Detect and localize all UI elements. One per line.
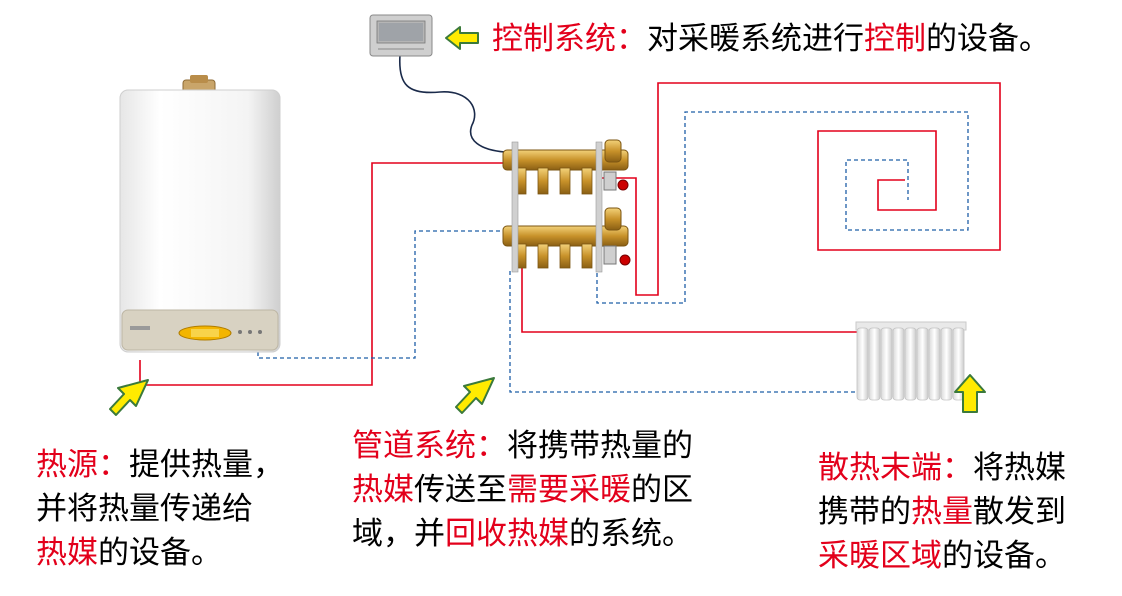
pipe-system-line1: 管道系统：将携带热量的 [352, 424, 693, 468]
control-desc-a: 对采暖系统进行 [647, 21, 864, 57]
pipe-system-line2-rest: 的区 [631, 472, 693, 508]
pipe-system-line1-text: 将携带热量的 [507, 428, 693, 464]
supply-pipes [139, 82, 1001, 386]
heat-source-line3: 热媒的设备。 [36, 531, 284, 575]
arrow-icon [109, 26, 986, 416]
terminal-line1-text: 将热媒 [973, 450, 1066, 486]
return-pipes [257, 111, 969, 393]
terminal-term: 散热末端： [818, 450, 973, 486]
control-desc-b: 的设备。 [926, 21, 1050, 57]
pipe-system-term: 管道系统： [352, 428, 507, 464]
pipe-system-line2-mid: 传送至 [414, 472, 507, 508]
terminal-line2-hl: 热量 [911, 494, 973, 530]
terminal-label: 散热末端：将热媒 携带的热量散发到 采暖区域的设备。 [818, 446, 1066, 578]
terminal-line2-a: 携带的 [818, 494, 911, 530]
heat-source-label: 热源：提供热量， 并将热量传递给 热媒的设备。 [36, 443, 284, 575]
heat-source-line3-highlight: 热媒 [36, 535, 98, 571]
pipe-system-line2: 热媒传送至需要采暖的区 [352, 468, 693, 512]
manifold-icon [502, 139, 631, 273]
terminal-line1: 散热末端：将热媒 [818, 446, 1066, 490]
control-desc-highlight: 控制 [864, 21, 926, 57]
pipe-system-line3-rest: 的系统。 [569, 516, 693, 552]
control-system-label: 控制系统：对采暖系统进行控制的设备。 [492, 17, 1050, 61]
control-wire [398, 54, 506, 153]
terminal-line3-rest: 的设备。 [942, 538, 1066, 574]
boiler-icon [119, 75, 281, 353]
heat-source-line2: 并将热量传递给 [36, 491, 253, 527]
pipe-system-line2-hl2: 需要采暖 [507, 472, 631, 508]
terminal-line3: 采暖区域的设备。 [818, 534, 1066, 578]
pipe-system-line3-a: 域，并 [352, 516, 445, 552]
heat-source-line1-text: 提供热量， [129, 447, 284, 483]
pipe-system-label: 管道系统：将携带热量的 热媒传送至需要采暖的区 域，并回收热媒的系统。 [352, 424, 693, 556]
terminal-line2: 携带的热量散发到 [818, 490, 1066, 534]
thermostat-icon [369, 14, 433, 57]
radiator-icon [855, 321, 967, 401]
pipe-system-line3-hl: 回收热媒 [445, 516, 569, 552]
terminal-line3-hl: 采暖区域 [818, 538, 942, 574]
heat-source-line1: 热源：提供热量， [36, 443, 284, 487]
heat-source-term: 热源： [36, 447, 129, 483]
heat-source-line3-text: 的设备。 [98, 535, 222, 571]
terminal-line2-rest: 散发到 [973, 494, 1066, 530]
pipe-system-line2-hl1: 热媒 [352, 472, 414, 508]
pipe-system-line3: 域，并回收热媒的系统。 [352, 512, 693, 556]
control-term: 控制系统： [492, 21, 647, 57]
